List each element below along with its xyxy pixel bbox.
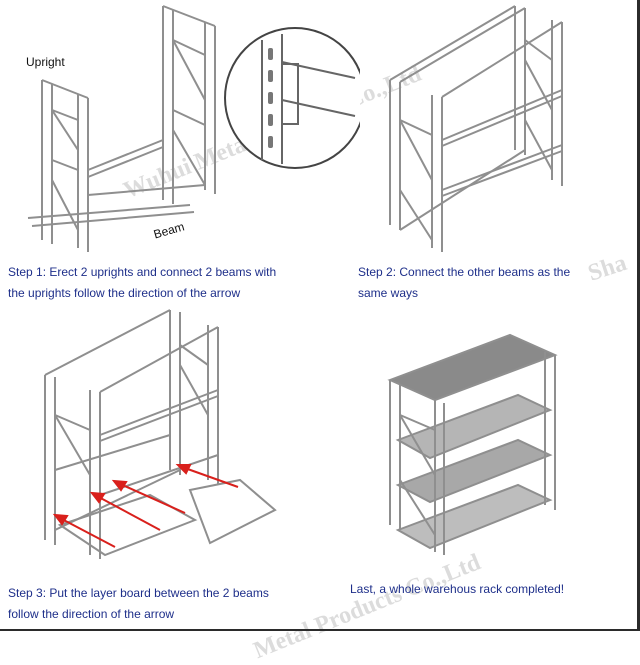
upright-label: Upright bbox=[26, 55, 65, 69]
frame-border-bottom bbox=[0, 629, 640, 631]
completed-rack-drawing bbox=[387, 333, 558, 555]
step-1-caption: Step 1: Erect 2 uprights and connect 2 b… bbox=[8, 262, 276, 304]
frame-border-right bbox=[637, 0, 640, 631]
step-2-illustration bbox=[380, 0, 580, 255]
step-2-caption: Step 2: Connect the other beams as the s… bbox=[358, 262, 570, 304]
step-3-drawing bbox=[44, 309, 277, 559]
step-2-line-2: same ways bbox=[358, 286, 419, 300]
watermark-text-bottom: Metal Products Co.,Ltd bbox=[250, 549, 485, 665]
final-caption: Last, a whole warehous rack completed! bbox=[350, 579, 564, 600]
step-1-line-2: the uprights follow the direction of the… bbox=[8, 286, 241, 300]
step-3-illustration bbox=[0, 305, 300, 565]
watermark-text-edge: Sha bbox=[585, 250, 630, 287]
step-3-line-2: follow the direction of the arrow bbox=[8, 607, 175, 621]
step-2-line-1: Step 2: Connect the other beams as the bbox=[358, 265, 571, 279]
step-1-drawing bbox=[27, 5, 360, 252]
final-line-1: Last, a whole warehous rack completed! bbox=[350, 582, 565, 596]
step-2-drawing bbox=[389, 5, 563, 252]
step-3-line-1: Step 3: Put the layer board between the … bbox=[8, 586, 269, 600]
completed-rack-illustration bbox=[380, 330, 570, 555]
step-3-caption: Step 3: Put the layer board between the … bbox=[8, 583, 269, 625]
insert-arrows bbox=[52, 464, 239, 548]
step-1-line-1: Step 1: Erect 2 uprights and connect 2 b… bbox=[8, 265, 277, 279]
step-1-illustration bbox=[0, 0, 360, 255]
